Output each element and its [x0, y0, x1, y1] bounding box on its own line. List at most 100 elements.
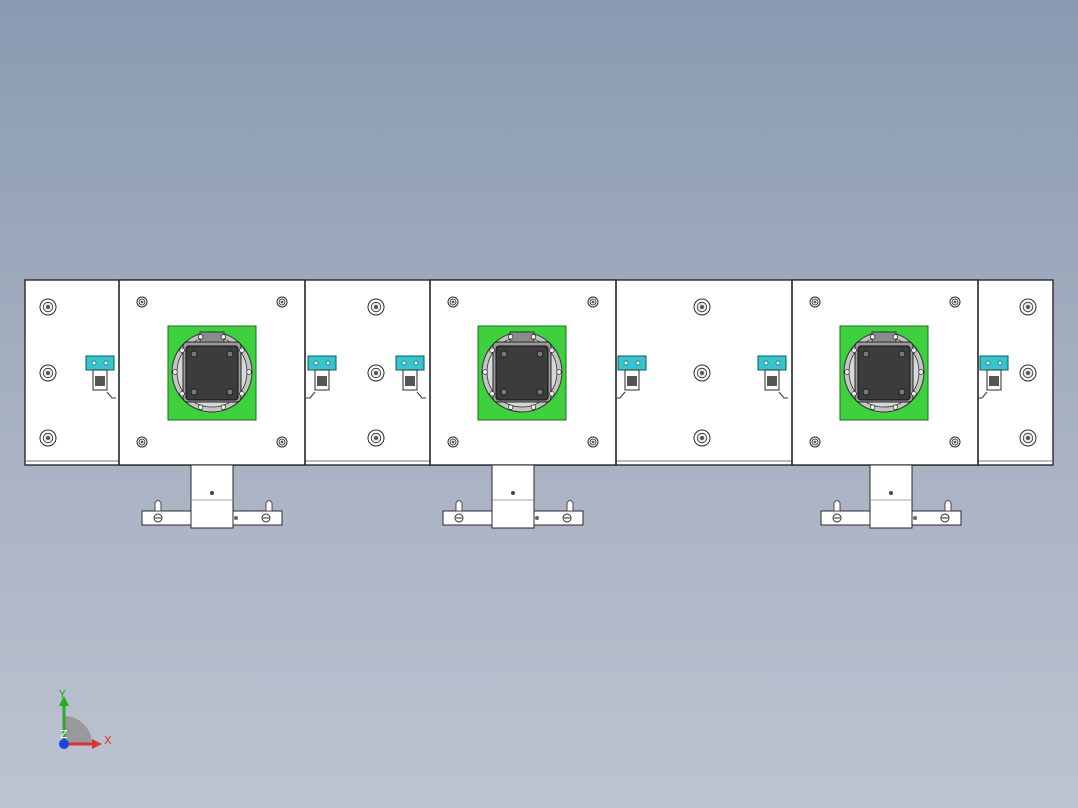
screw-center-icon — [953, 300, 957, 304]
ring-bolt-icon — [911, 391, 917, 397]
ring-bolt-icon — [239, 391, 245, 397]
screw-center-icon — [46, 305, 50, 309]
screw-center-icon — [813, 440, 817, 444]
sensor-cable — [616, 391, 626, 399]
screw-center-icon — [280, 300, 284, 304]
core-bolt-icon — [898, 350, 906, 358]
sensor-cable — [306, 391, 316, 399]
sensor-screw-icon — [997, 360, 1003, 366]
screw-center-icon — [451, 300, 455, 304]
core-bolt-icon — [862, 388, 870, 396]
sensor-lens — [95, 376, 105, 386]
sensor-body — [395, 355, 425, 371]
sensor-cable — [416, 391, 426, 399]
fixture — [839, 325, 929, 421]
proximity-sensor — [306, 355, 337, 399]
stud-icon — [154, 500, 162, 512]
ring-bolt-icon — [911, 347, 917, 353]
core-bolt-icon — [226, 350, 234, 358]
proximity-sensor — [757, 355, 788, 399]
bracket-upright — [491, 464, 535, 529]
sensor-lens — [767, 376, 777, 386]
sensor-body — [757, 355, 787, 371]
ring-bolt-icon — [507, 404, 514, 410]
screw-center-icon — [46, 371, 50, 375]
sensor-lens — [627, 376, 637, 386]
proximity-sensor — [616, 355, 647, 399]
core-bolt-icon — [190, 388, 198, 396]
screw-center-icon — [700, 371, 704, 375]
ring-bolt-icon — [489, 391, 495, 397]
bracket-hole-icon — [889, 491, 893, 495]
core-bolt-icon — [898, 388, 906, 396]
sensor-screw-icon — [985, 360, 991, 366]
bracket-upright — [869, 464, 913, 529]
x-axis-arrow — [92, 739, 102, 749]
ring-bolt-icon — [556, 369, 562, 375]
proximity-sensor — [395, 355, 426, 399]
sensor-cable — [978, 391, 988, 399]
ring-bolt-icon — [530, 404, 537, 410]
sensor-screw-icon — [401, 360, 407, 366]
ring-bolt-icon — [172, 369, 178, 375]
ring-bolt-icon — [851, 347, 857, 353]
screw-center-icon — [1026, 371, 1030, 375]
sensor-screw-icon — [775, 360, 781, 366]
core-bolt-icon — [536, 388, 544, 396]
ring-bolt-icon — [918, 369, 924, 375]
y-axis-arrow — [59, 696, 69, 706]
stud-icon — [455, 500, 463, 512]
ring-bolt-icon — [892, 404, 899, 410]
screw-center-icon — [591, 300, 595, 304]
screw-center-icon — [1026, 305, 1030, 309]
sensor-lens — [989, 376, 999, 386]
screw-center-icon — [140, 440, 144, 444]
ring-bolt-icon — [869, 404, 876, 410]
ring-bolt-icon — [197, 404, 204, 410]
sensor-screw-icon — [103, 360, 109, 366]
sensor-screw-icon — [413, 360, 419, 366]
sensor-screw-icon — [635, 360, 641, 366]
sensors — [85, 355, 1009, 399]
screw-center-icon — [1026, 436, 1030, 440]
mount-bracket — [141, 464, 283, 529]
core-bolt-icon — [190, 350, 198, 358]
core-bolt-icon — [500, 350, 508, 358]
fixtures — [167, 325, 929, 421]
sensor-body — [617, 355, 647, 371]
fixture-core — [185, 345, 239, 401]
fixture — [167, 325, 257, 421]
mount-bracket — [442, 464, 584, 529]
ring-bolt-icon — [179, 347, 185, 353]
proximity-sensor — [85, 355, 116, 399]
ring-bolt-icon — [851, 391, 857, 397]
sensor-body — [307, 355, 337, 371]
stud-icon — [944, 500, 952, 512]
ring-bolt-icon — [507, 334, 514, 340]
screw-center-icon — [374, 436, 378, 440]
proximity-sensor — [978, 355, 1009, 399]
ring-bolt-icon — [482, 369, 488, 375]
screw-center-icon — [140, 300, 144, 304]
fixture-tab — [871, 331, 897, 343]
ring-bolt-icon — [549, 347, 555, 353]
ring-bolt-icon — [197, 334, 204, 340]
stud-icon — [566, 500, 574, 512]
mount-brackets — [141, 464, 962, 529]
sensor-screw-icon — [763, 360, 769, 366]
ring-bolt-icon — [844, 369, 850, 375]
screw-center-icon — [953, 440, 957, 444]
fixture-core — [857, 345, 911, 401]
sensor-body — [979, 355, 1009, 371]
screw-center-icon — [374, 371, 378, 375]
screw-center-icon — [813, 300, 817, 304]
sensor-screw-icon — [313, 360, 319, 366]
sensor-screw-icon — [91, 360, 97, 366]
screw-center-icon — [280, 440, 284, 444]
ring-bolt-icon — [220, 404, 227, 410]
ring-bolt-icon — [220, 334, 227, 340]
base-hole-icon — [234, 516, 238, 520]
stud-icon — [833, 500, 841, 512]
